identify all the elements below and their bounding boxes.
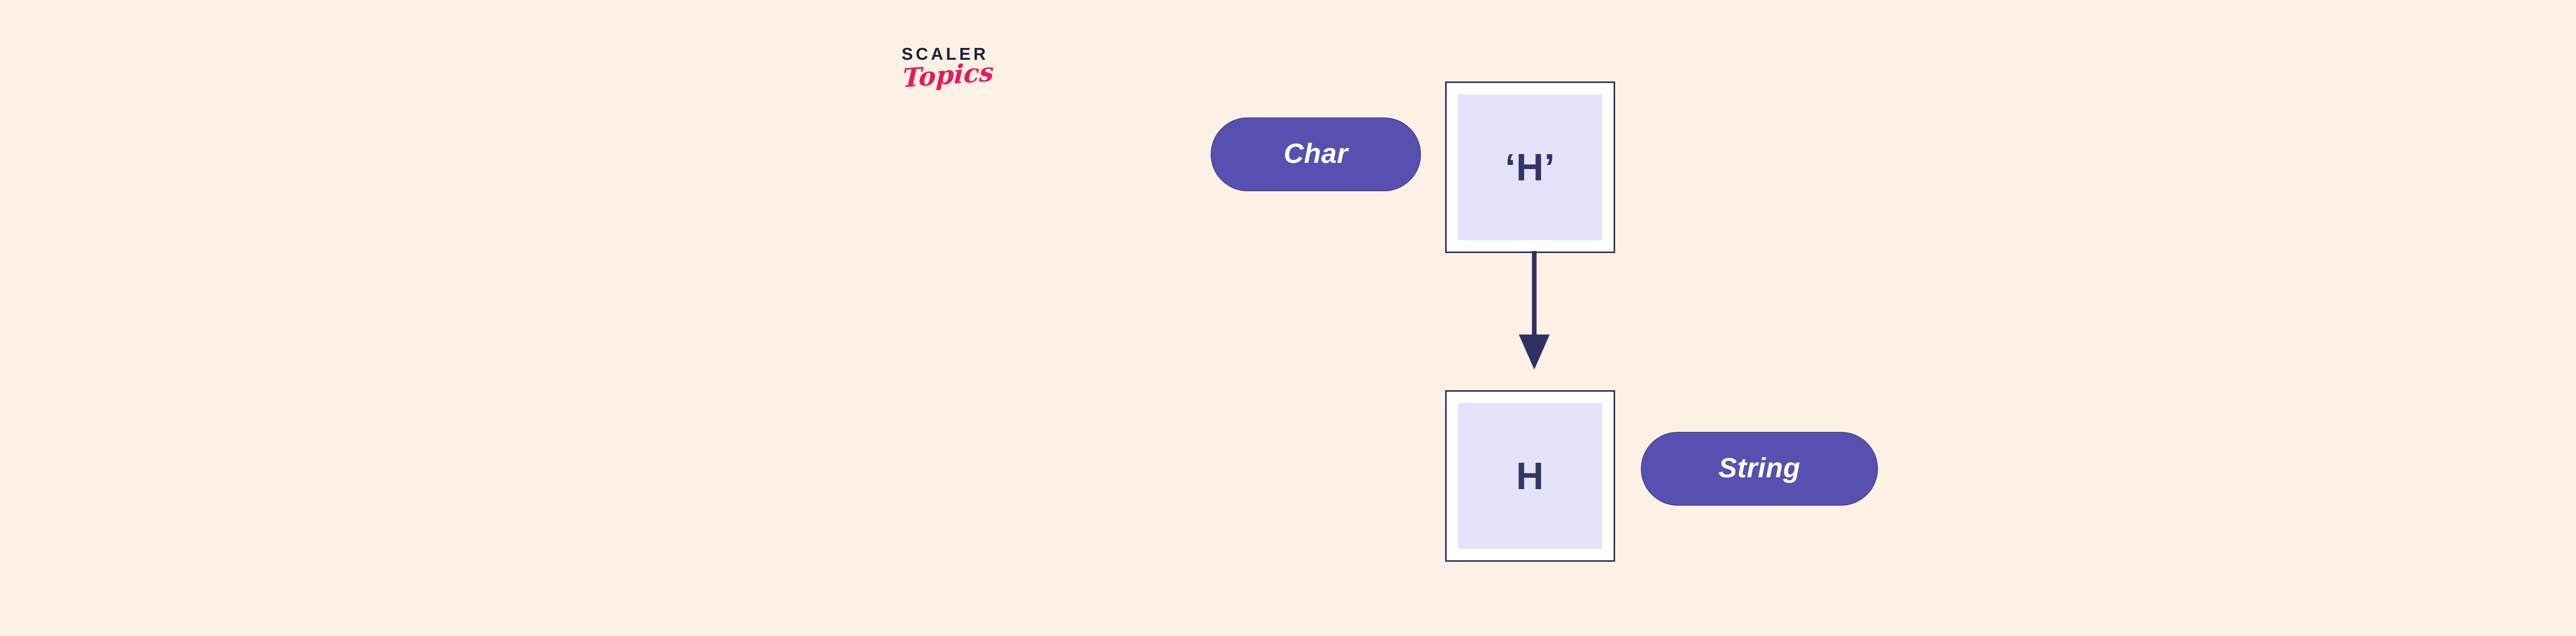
type-pill-char-label: Char <box>1283 138 1348 169</box>
value-box-char-text: ‘H’ <box>1505 145 1555 189</box>
logo-wordmark-topics: Topics <box>902 56 994 94</box>
value-box-string-text: H <box>1516 454 1545 497</box>
logo-wordmark-scaler: SCALER <box>902 44 989 63</box>
type-pill-string-label: String <box>1718 452 1801 483</box>
scaler-topics-logo: SCALER Topics <box>901 45 1035 102</box>
value-box-string-inner: H <box>1458 403 1602 549</box>
down-arrow-icon <box>1519 251 1550 370</box>
value-box-char: ‘H’ <box>1445 81 1615 253</box>
value-box-string: H <box>1445 390 1615 562</box>
type-pill-char: Char <box>1211 118 1421 191</box>
type-pill-string: String <box>1641 432 1878 506</box>
value-box-char-inner: ‘H’ <box>1458 94 1602 240</box>
